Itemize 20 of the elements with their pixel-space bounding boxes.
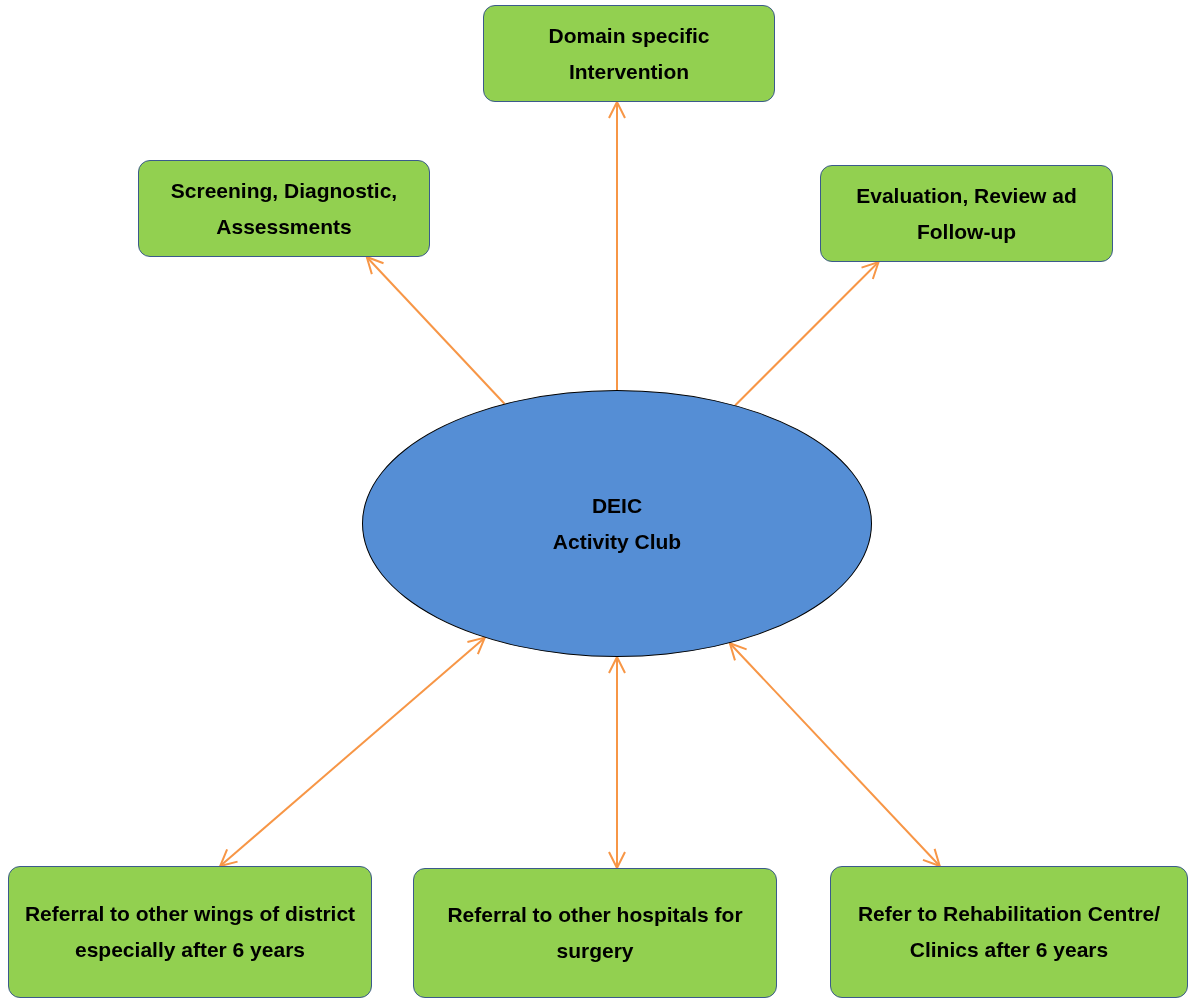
arrow <box>365 256 506 405</box>
node-label: Referral to other hospitals for surgery <box>446 902 744 964</box>
arrow <box>219 636 486 867</box>
node-label: Screening, Diagnostic, Assessments <box>169 177 399 240</box>
node-label: Refer to Rehabilitation Centre/ Clinics after 6 years <box>856 901 1162 963</box>
process-box <box>8 866 372 998</box>
arrow <box>728 642 941 867</box>
node-label: DEIC <box>591 492 643 519</box>
arrow <box>734 261 880 407</box>
node-label: Domain specific Intervention <box>547 22 711 85</box>
arrow <box>608 101 626 391</box>
process-box <box>820 165 1113 262</box>
node-label: Referral to other wings of district especially after 6 years <box>23 901 357 963</box>
node-label: Evaluation, Review ad Follow-up <box>855 182 1078 245</box>
process-box <box>413 868 777 998</box>
process-box <box>830 866 1188 998</box>
process-box <box>483 5 775 102</box>
process-box <box>138 160 430 257</box>
arrow <box>608 656 626 869</box>
node-label: Activity Club <box>552 528 682 555</box>
